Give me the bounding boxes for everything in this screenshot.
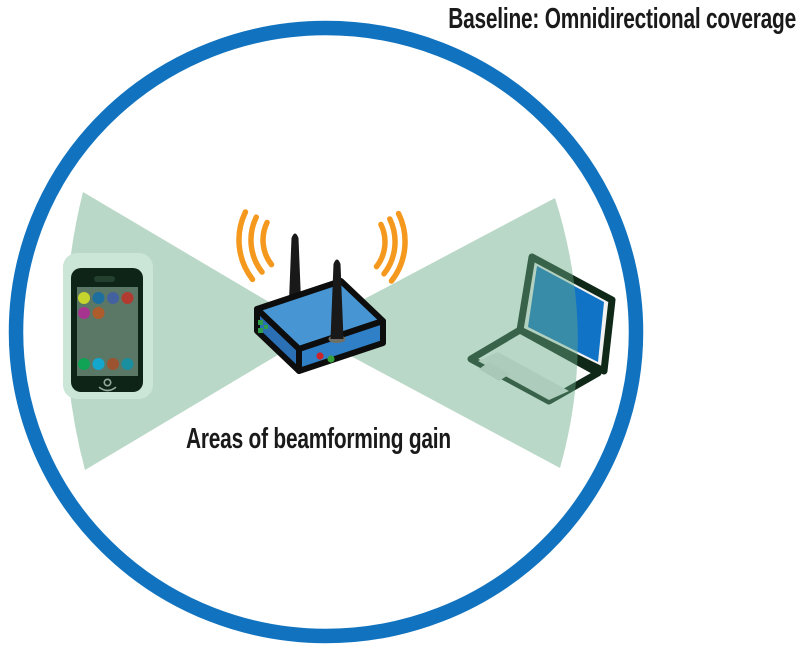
router-antenna-right <box>330 259 344 339</box>
app-dot <box>92 307 105 319</box>
router-led-green <box>327 355 335 363</box>
laptop-screen <box>528 266 604 362</box>
wifi-waves-right-icon <box>373 210 408 284</box>
app-dot <box>78 292 90 304</box>
app-dot <box>78 358 90 370</box>
app-dot <box>92 358 105 370</box>
wifi-waves-left-icon <box>236 209 275 283</box>
app-dot <box>121 358 134 370</box>
diagram-title: Baseline: Omnidirectional coverage <box>448 3 796 35</box>
smartphone-icon <box>63 253 153 399</box>
wifi-router-icon <box>254 233 386 374</box>
app-dot <box>121 292 134 304</box>
phone-home-button <box>98 378 117 392</box>
app-dot <box>92 292 105 304</box>
app-dot <box>78 307 90 319</box>
phone-app-icons <box>78 292 134 370</box>
laptop-keyboard <box>478 352 569 400</box>
router-led-red <box>316 352 324 360</box>
app-dot <box>107 358 119 370</box>
beam-wedge-right <box>304 198 578 468</box>
beamforming-gain-caption: Areas of beamforming gain <box>186 423 451 455</box>
laptop-icon <box>467 253 616 405</box>
laptop-trackpad <box>479 362 510 381</box>
app-dot <box>107 292 119 304</box>
phone-speaker <box>94 276 115 282</box>
router-ports <box>258 320 268 333</box>
omnidirectional-coverage-ring <box>8 20 644 644</box>
